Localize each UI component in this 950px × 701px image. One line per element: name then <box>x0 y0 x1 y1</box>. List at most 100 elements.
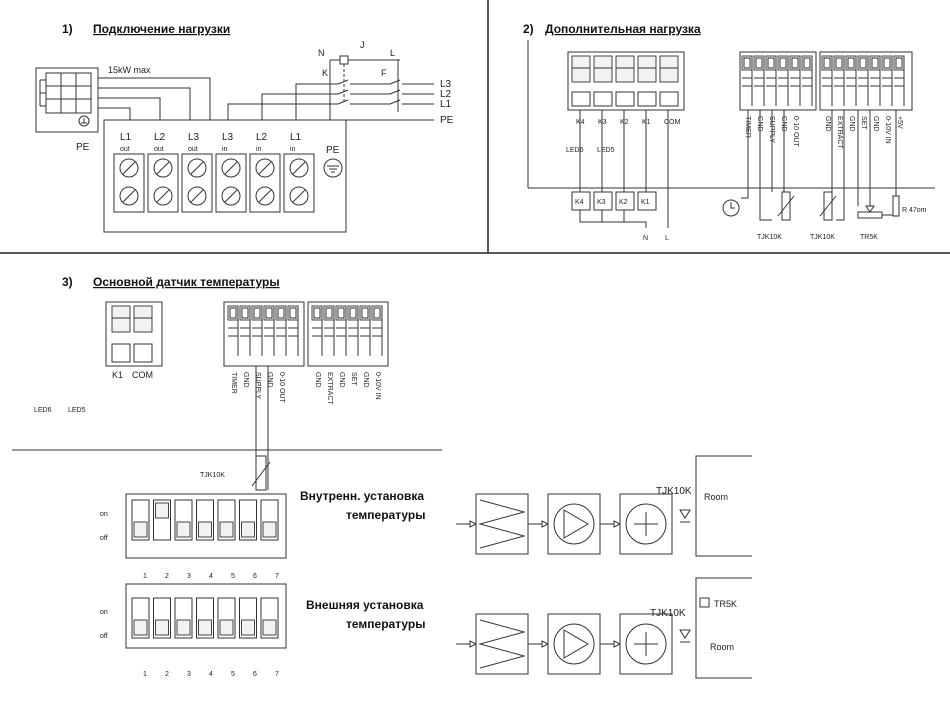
dip-lever[interactable] <box>241 521 255 538</box>
dip-lever[interactable] <box>133 619 148 636</box>
dip-lever[interactable] <box>198 521 212 538</box>
dip2-on-label: on <box>100 609 108 616</box>
dip-lever[interactable] <box>219 619 234 636</box>
terminal-pin-label: GND <box>362 372 369 388</box>
terminal-pin-label: SET <box>350 372 357 386</box>
section-1-title: Подключение нагрузки <box>93 22 230 36</box>
resistor-label: R 47om <box>902 207 927 214</box>
led5-label-s2: LED5 <box>597 147 615 154</box>
dip-number: 7 <box>275 573 279 580</box>
relay-bottom <box>593 91 613 107</box>
pe-left-label: PE <box>76 142 90 153</box>
led6-label-s3: LED6 <box>34 407 52 414</box>
external-note-line1: Внешняя установка <box>306 598 424 612</box>
dip-lever[interactable] <box>262 521 277 538</box>
dip-lever[interactable] <box>219 521 234 538</box>
flow1-room-label: Room <box>704 492 728 502</box>
mains-label-l1: L1 <box>440 99 452 110</box>
dip-number: 7 <box>275 671 279 678</box>
terminal-sub-label: in <box>256 146 262 153</box>
pe-right-label: PE <box>326 145 340 156</box>
terminal-label: L3 <box>188 132 200 143</box>
heater-elements <box>45 72 92 114</box>
relay-k1-label-s3: K1 <box>112 370 123 380</box>
relay-coil-label: K1 <box>641 199 650 206</box>
mains-label-l2: L2 <box>440 89 452 100</box>
relay-com-label-s3: COM <box>132 370 153 380</box>
terminal-pin-label: +5V <box>896 116 903 129</box>
sensor-label-1: TJK10K <box>757 234 782 241</box>
terminal-sub-label: in <box>290 146 296 153</box>
potentiometer-arrow <box>865 205 875 213</box>
main-sensor-resistor <box>255 455 267 491</box>
flow2-sensor-label: TJK10K <box>650 608 686 619</box>
flow-diagram-internal: TJK10K Room <box>456 455 752 557</box>
terminal-pin-label: TIMER <box>230 372 237 394</box>
section-1-load-connection: 1) Подключение нагрузки PE 15kW max L1ou… <box>35 22 454 233</box>
terminal-label: L1 <box>290 132 302 143</box>
dip-number: 2 <box>165 573 169 580</box>
main-sensor-label: TJK10K <box>200 472 225 479</box>
terminal-pin-label: GND <box>824 116 831 132</box>
tr5k-box <box>699 597 710 608</box>
terminal-pin-label: GND <box>872 116 879 132</box>
terminal-pin-label: 0-10 OUT <box>792 116 799 147</box>
relay-coil-label: K3 <box>597 199 606 206</box>
sensor-label-3: TR5K <box>860 234 878 241</box>
terminal-pin-label: GND <box>266 372 273 388</box>
supply-l-label: L <box>665 235 669 242</box>
dip-lever[interactable] <box>133 521 148 538</box>
sensor-label-2: TJK10K <box>810 234 835 241</box>
mains-label-pe: PE <box>440 115 454 126</box>
section-2-title: Дополнительная нагрузка <box>545 22 701 36</box>
terminal-sub-label: in <box>222 146 228 153</box>
switch-label-f: F <box>381 68 387 78</box>
dip-lever[interactable] <box>176 521 191 538</box>
mains-label-l3: L3 <box>440 79 452 90</box>
terminal-label: L1 <box>120 132 132 143</box>
terminal-pin-label: 0-10V IN <box>884 116 891 144</box>
internal-note-line2: температуры <box>346 508 425 522</box>
ground-pe-icon <box>323 158 343 178</box>
dip-lever[interactable] <box>198 619 212 636</box>
terminal-label: L2 <box>256 132 268 143</box>
dip-number: 6 <box>253 671 257 678</box>
relay-label-s2: COM <box>664 119 681 126</box>
dip-number: 3 <box>187 671 191 678</box>
flow2-room-label: Room <box>710 642 734 652</box>
dip-number: 4 <box>209 573 213 580</box>
relay-top <box>615 55 635 83</box>
terminal-pin-label: GND <box>314 372 321 388</box>
dip1-on-label: on <box>100 511 108 518</box>
terminal-pin-label: SET <box>860 116 867 130</box>
external-note-line2: температуры <box>346 617 425 631</box>
relay-coil-box <box>615 191 635 211</box>
relay-coil-box <box>637 191 657 211</box>
terminal-sub-label: out <box>188 146 198 153</box>
filter-block-2 <box>475 613 529 675</box>
terminal-pin-label: EXTRACT <box>836 116 843 149</box>
section-3-main-sensor: 3) Основной датчик температуры K1 COM LE… <box>34 275 752 679</box>
terminal-label: L2 <box>154 132 166 143</box>
terminal-pin-label: 0-10V IN <box>374 372 381 400</box>
dip1-off-label: off <box>100 535 108 542</box>
relay-coil-label: K4 <box>575 199 584 206</box>
dip-number: 4 <box>209 671 213 678</box>
supply-n-label: N <box>643 235 648 242</box>
dip-lever[interactable] <box>155 619 169 636</box>
section-3-number: 3) <box>62 275 73 289</box>
terminal-pin-label: EXTRACT <box>326 372 333 405</box>
flow1-sensor-icon <box>679 509 691 519</box>
dip2-off-label: off <box>100 633 108 640</box>
dip-lever[interactable] <box>155 502 169 519</box>
dip-number: 5 <box>231 573 235 580</box>
section-1-number: 1) <box>62 22 73 36</box>
relay-bottom <box>659 91 679 107</box>
dip-lever[interactable] <box>241 619 255 636</box>
dip-number: 6 <box>253 573 257 580</box>
dip-lever[interactable] <box>262 619 277 636</box>
switch-label-l: L <box>390 48 395 58</box>
dip-lever[interactable] <box>176 619 191 636</box>
